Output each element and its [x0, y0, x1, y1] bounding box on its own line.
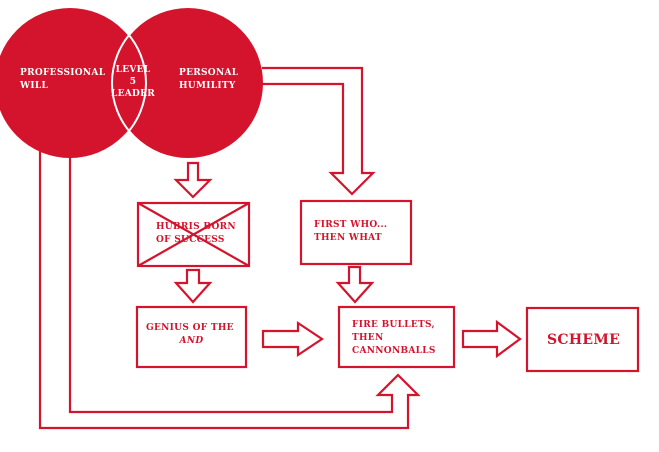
personal-humility-label-1: PERSONAL	[179, 68, 239, 78]
level5-label-1: LEVEL	[115, 65, 151, 75]
arrow-circles-to-hubris	[173, 161, 213, 199]
hubris-cross-line-2	[137, 202, 250, 267]
first-who-label-1: FIRST WHO...	[314, 220, 388, 230]
first-who-box	[299, 199, 413, 266]
level5-label-3: LEADER	[110, 89, 156, 99]
hubris-label-1: HUBRIS BORN	[156, 222, 236, 232]
scheme-box	[525, 306, 640, 373]
fire-bullets-box	[337, 305, 456, 369]
professional-will-label-1: PROFESSIONAL	[20, 68, 106, 78]
professional-will-label-2: WILL	[20, 81, 49, 91]
arrow-hubris-to-genius	[173, 268, 213, 304]
professional-will-circle	[0, 7, 146, 159]
scheme-label: SCHEME	[547, 332, 621, 348]
hubris-label-2: OF SUCCESS	[156, 235, 225, 245]
genius-box	[135, 305, 248, 369]
personal-humility-label-2: HUMILITY	[179, 81, 236, 91]
fire-label-3: CANNONBALLS	[352, 346, 436, 356]
genius-label-1: GENIUS OF THE	[146, 323, 234, 333]
arrow-humility-to-firstwho	[262, 66, 376, 196]
first-who-label-2: THEN WHAT	[314, 233, 382, 243]
fire-label-1: FIRE BULLETS,	[352, 320, 435, 330]
arrow-genius-to-fire	[261, 320, 324, 358]
arrow-firstwho-to-fire	[335, 265, 375, 304]
connector-outer-loop	[38, 147, 421, 430]
arrow-fire-to-scheme	[461, 319, 522, 359]
level5-label-2: 5	[129, 77, 137, 87]
genius-and-italic: AND	[179, 336, 204, 346]
hubris-box	[136, 201, 251, 268]
fire-label-2: THEN	[352, 333, 384, 343]
genius-label-2: AND	[137, 335, 246, 347]
